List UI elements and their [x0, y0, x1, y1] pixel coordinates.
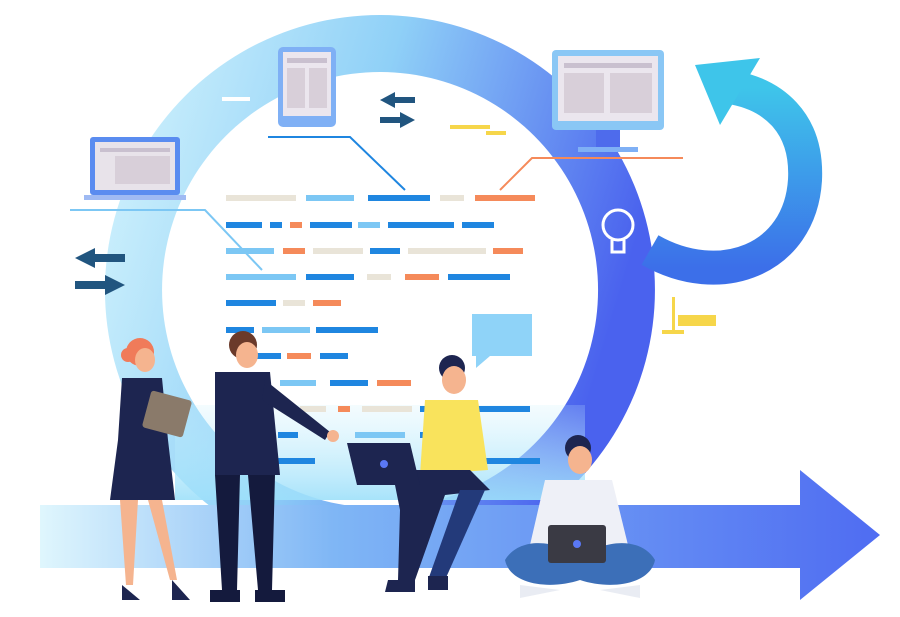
code-line-segment: [355, 432, 405, 438]
code-line-segment: [367, 274, 391, 280]
code-line-segment: [358, 222, 380, 228]
code-line-segment: [226, 222, 262, 228]
tablet-device: [142, 390, 192, 438]
code-line-segment: [320, 353, 348, 359]
tablet-icon: [278, 47, 336, 127]
code-line-segment: [290, 222, 302, 228]
person-man-suit: [210, 331, 339, 602]
code-line-segment: [310, 222, 352, 228]
code-line-segment: [306, 274, 354, 280]
code-line-segment: [306, 195, 354, 201]
code-line-segment: [226, 327, 254, 333]
code-line-segment: [280, 380, 316, 386]
code-line-segment: [440, 195, 464, 201]
decor-yellow-lines: [450, 125, 716, 334]
code-line-segment: [388, 222, 454, 228]
code-line-segment: [330, 380, 368, 386]
code-line-segment: [370, 248, 400, 254]
code-line-segment: [226, 195, 296, 201]
code-line-segment: [313, 248, 363, 254]
laptop-icon: [84, 137, 186, 200]
code-line-segment: [262, 327, 310, 333]
code-line-segment: [480, 458, 540, 464]
code-line-segment: [275, 458, 315, 464]
swap-arrows-icon: [75, 92, 415, 295]
code-line-segment: [226, 248, 274, 254]
code-line-segment: [226, 274, 296, 280]
code-line-segment: [283, 248, 305, 254]
code-line-segment: [270, 222, 282, 228]
code-line-segment: [316, 327, 378, 333]
monitor-icon: [552, 50, 664, 152]
code-line-segment: [448, 274, 510, 280]
code-line-segment: [300, 406, 326, 412]
code-line-segment: [493, 248, 523, 254]
code-line-segment: [253, 353, 281, 359]
code-line-segment: [338, 406, 350, 412]
code-line-segment: [368, 195, 430, 201]
code-line-segment: [408, 248, 486, 254]
code-line-segment: [462, 222, 494, 228]
person-woman-tablet: [110, 338, 192, 600]
code-line-segment: [405, 274, 439, 280]
person-yellow-shirt: [347, 355, 490, 592]
code-lines: [226, 195, 540, 464]
code-line-segment: [362, 406, 412, 412]
circular-arrow-icon: [641, 58, 823, 285]
code-line-segment: [283, 300, 305, 306]
code-line-segment: [226, 300, 276, 306]
person-cross-legged: [505, 435, 655, 598]
code-line-segment: [278, 432, 298, 438]
lightbulb-icon: [601, 208, 635, 254]
code-line-segment: [287, 353, 311, 359]
code-line-segment: [313, 300, 341, 306]
speech-bubble-icon: [472, 314, 532, 368]
code-line-segment: [475, 195, 535, 201]
decor-dash: [222, 97, 250, 101]
code-line-segment: [377, 380, 411, 386]
